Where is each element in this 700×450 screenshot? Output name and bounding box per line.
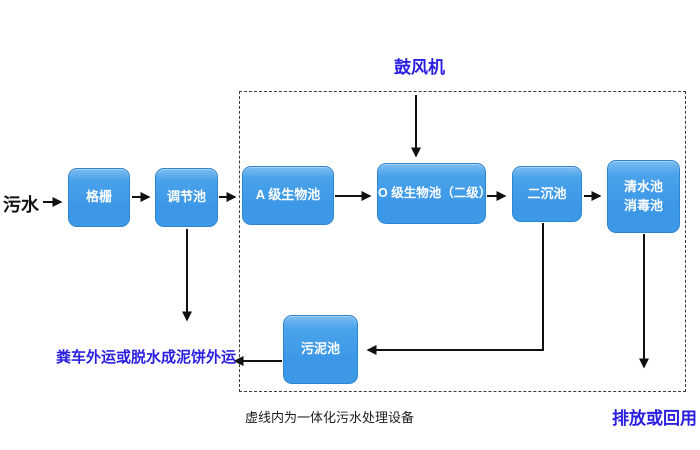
node-o-bio-tank: O 级生物池（二级） — [377, 163, 492, 224]
node-grid: 格栅 — [68, 168, 130, 227]
node-clear-water-label: 清水池 — [623, 178, 663, 194]
node-a-bio-tank: A 级生物池 — [242, 166, 334, 225]
node-sludge-tank: 污泥池 — [283, 315, 358, 384]
node-clear-water-disinfection-tank: 清水池 消毒池 — [607, 160, 680, 233]
node-regulating-tank-label: 调节池 — [166, 189, 206, 205]
dashed-equipment-boundary — [239, 91, 686, 392]
node-secondary-sedimentation-tank: 二沉池 — [512, 166, 582, 222]
node-a-bio-tank-label: A 级生物池 — [255, 187, 321, 203]
node-disinfection-label: 消毒池 — [623, 197, 663, 213]
node-regulating-tank: 调节池 — [155, 168, 218, 227]
blower-label: 鼓风机 — [394, 58, 445, 77]
sludge-outlet-label: 粪车外运或脱水成泥饼外运 — [56, 349, 237, 366]
node-grid-label: 格栅 — [85, 189, 112, 205]
node-o-bio-tank-label: O 级生物池（二级） — [378, 186, 492, 201]
node-sludge-tank-label: 污泥池 — [300, 341, 340, 357]
discharge-label: 排放或回用 — [612, 409, 697, 428]
node-secondary-sedimentation-tank-label: 二沉池 — [527, 185, 567, 201]
inflow-label: 污水 — [3, 195, 39, 215]
boundary-note-label: 虚线内为一体化污水处理设备 — [245, 410, 415, 425]
